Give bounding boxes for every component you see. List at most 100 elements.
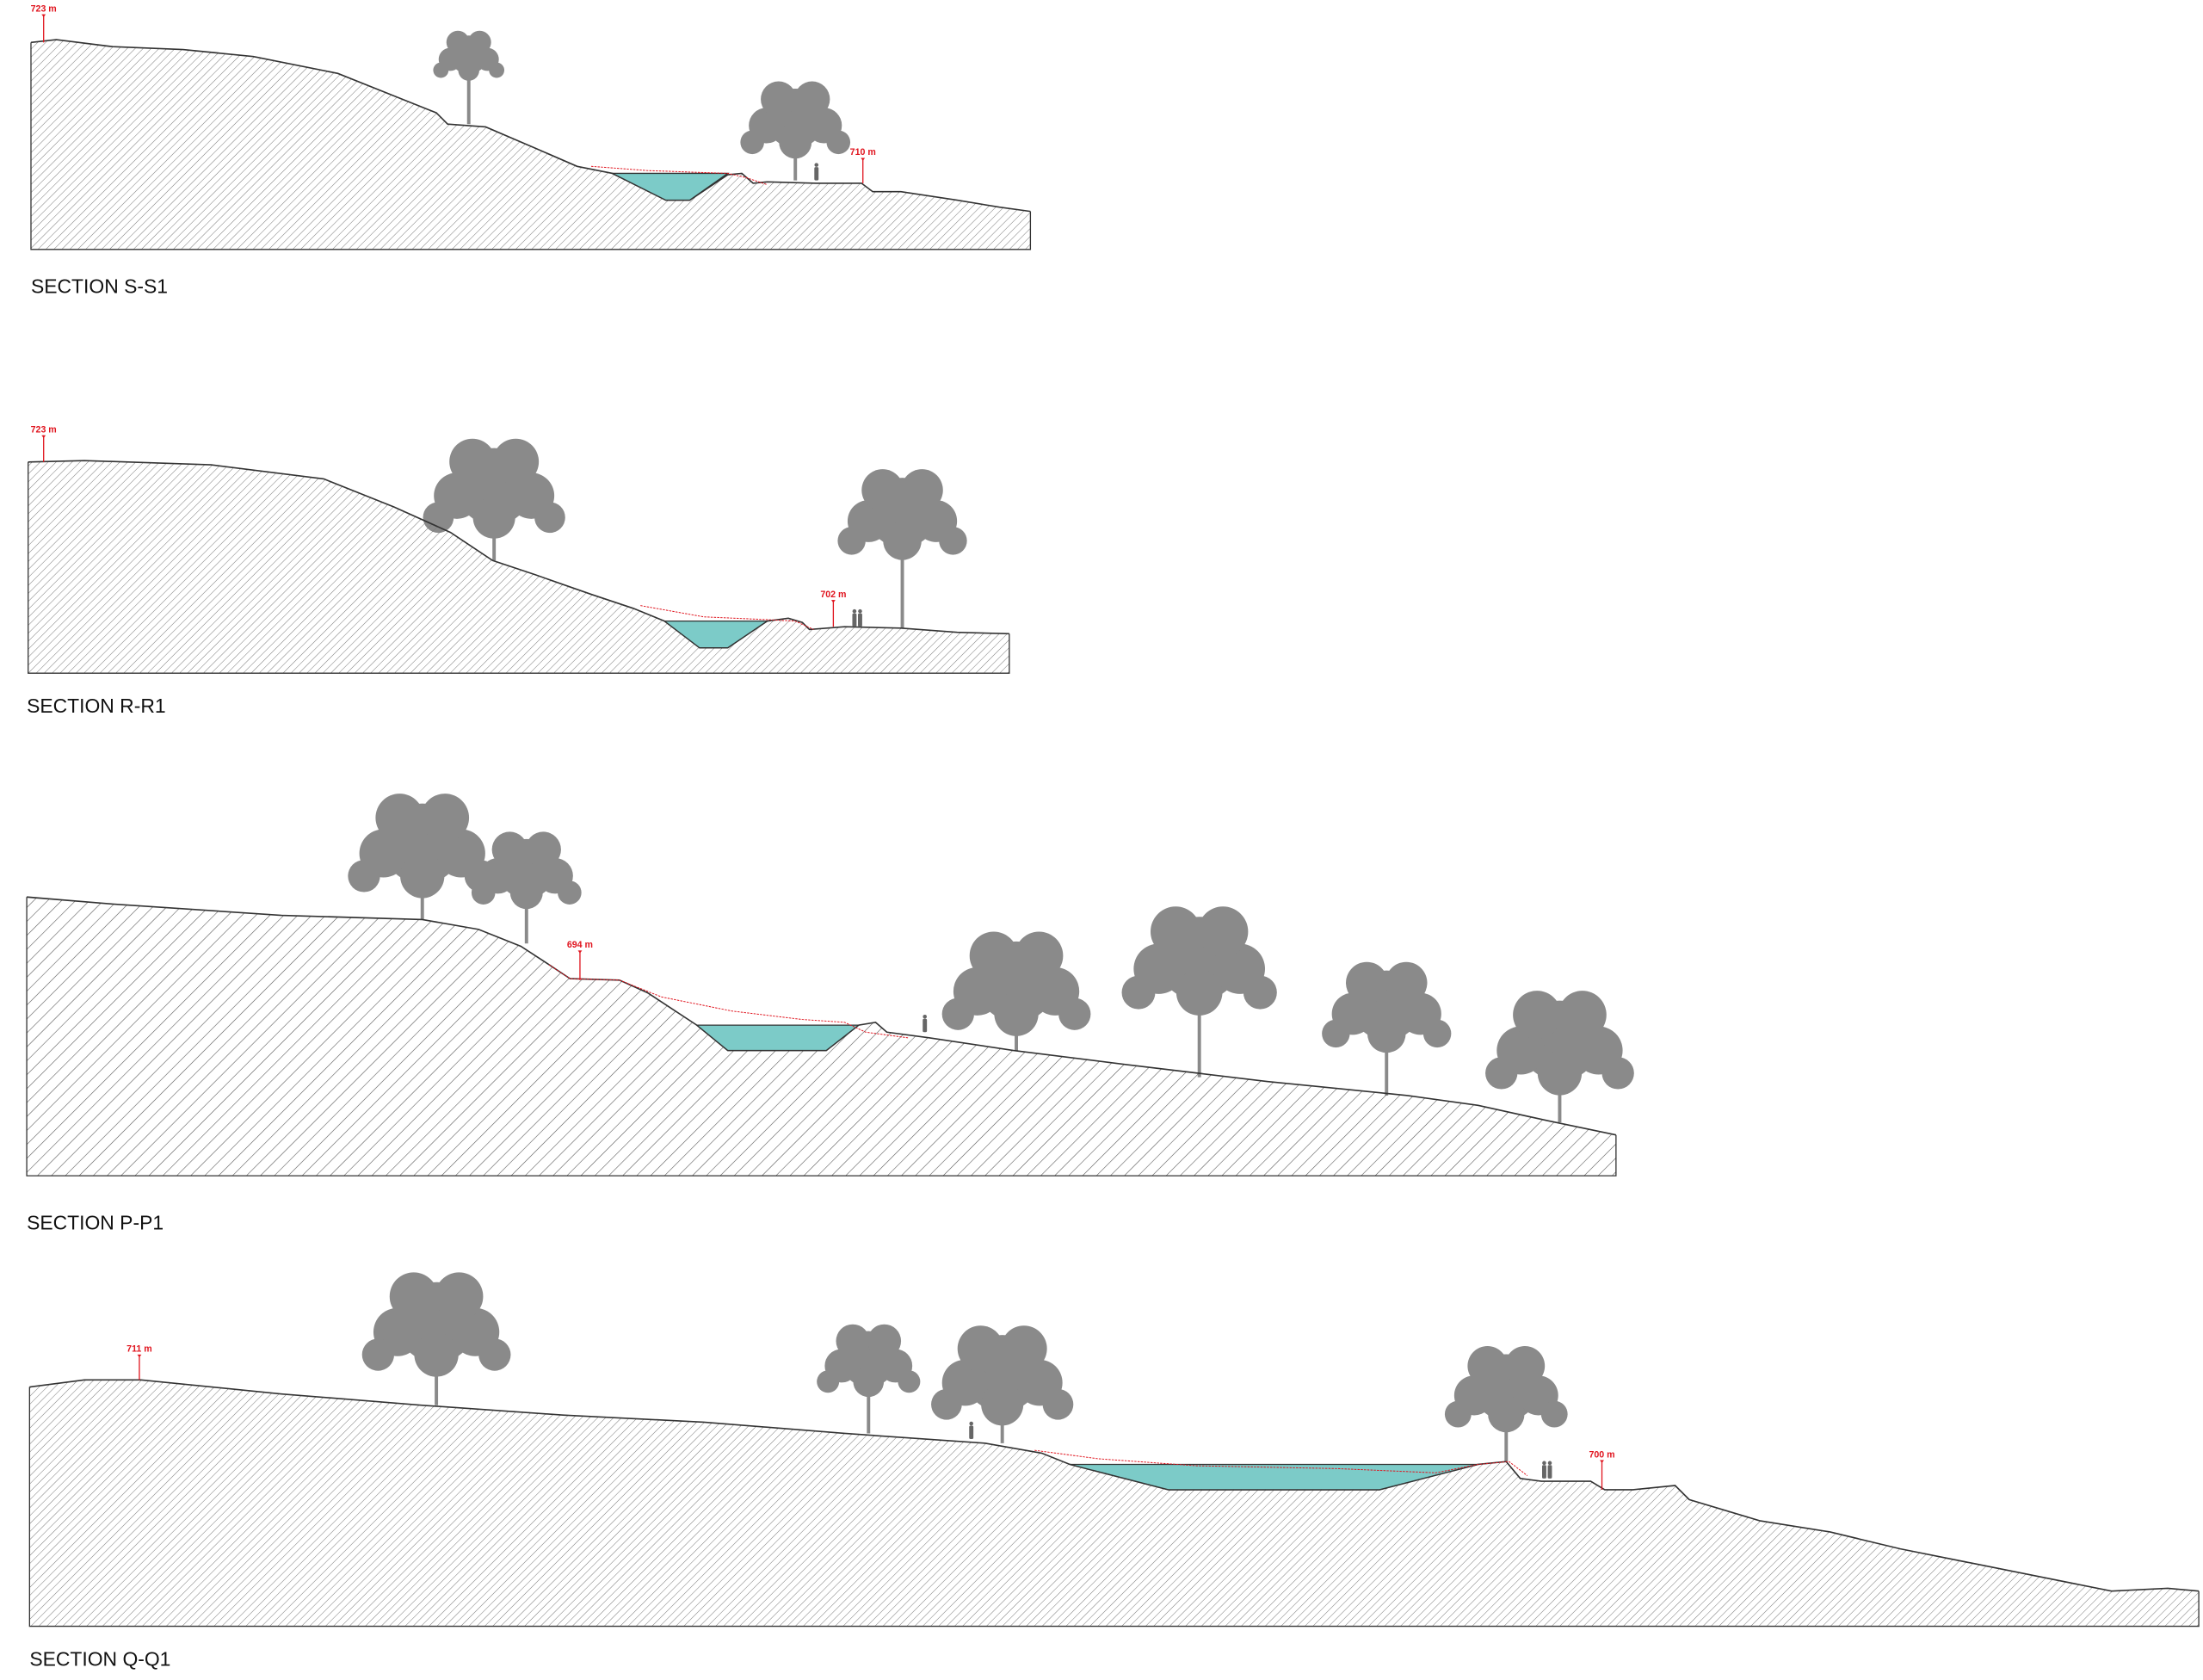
person-icon	[1547, 1461, 1552, 1479]
tree-canopy	[1042, 1388, 1074, 1420]
tree-canopy	[1537, 1051, 1583, 1096]
person-head	[858, 608, 862, 614]
person-head	[852, 608, 857, 614]
tree-canopy	[1322, 1019, 1350, 1048]
tree-canopy	[981, 1383, 1024, 1426]
section-frame	[26, 897, 1617, 1177]
tree-canopy	[449, 438, 496, 485]
elevation-label: 723 m	[31, 3, 57, 14]
elevation-arrow-icon	[137, 1354, 142, 1358]
tree-canopy	[1601, 1057, 1634, 1090]
tree-icon	[1485, 991, 1634, 1122]
tree-canopy	[1197, 906, 1249, 957]
elevation-arrow-icon	[861, 158, 866, 161]
person-head	[814, 163, 819, 167]
person-head	[1547, 1461, 1552, 1466]
person-head	[1542, 1461, 1546, 1466]
tree-canopy	[478, 1338, 511, 1371]
tree-canopy	[994, 991, 1039, 1036]
elevation-marker: 723 m	[31, 3, 57, 43]
section-title: SECTION S-S1	[31, 275, 168, 297]
tree-icon	[941, 931, 1091, 1051]
person-icon	[923, 1015, 928, 1033]
tree-canopy	[361, 1338, 395, 1371]
tree-canopy	[761, 81, 797, 117]
section-1: 723 m 710 m SECTION S-S1	[30, 3, 1032, 297]
tree-canopy	[1367, 1014, 1406, 1053]
tree-canopy	[1385, 961, 1428, 1004]
tree-canopy	[1015, 931, 1064, 980]
tree-icon	[837, 469, 967, 628]
tree-canopy	[435, 1272, 484, 1321]
section-title: SECTION R-R1	[27, 695, 166, 717]
tree-canopy	[1467, 1346, 1508, 1387]
tree-canopy	[941, 998, 974, 1030]
person-body	[923, 1018, 928, 1033]
elevation-marker: 710 m	[850, 147, 876, 183]
elevation-arrow-icon	[41, 435, 46, 438]
person-icon	[969, 1421, 974, 1440]
tree-canopy	[558, 880, 582, 905]
elevation-marker: 700 m	[1589, 1449, 1615, 1490]
tree-canopy	[853, 1366, 885, 1398]
pond-water	[1070, 1463, 1478, 1491]
person-head	[923, 1015, 927, 1019]
tree-icon	[931, 1325, 1074, 1443]
tree-canopy	[421, 794, 470, 843]
tree-canopy	[467, 30, 491, 54]
section-title: SECTION Q-Q1	[29, 1647, 170, 1670]
person-icon	[1542, 1461, 1546, 1479]
terrain-fill	[29, 1380, 2200, 1627]
pond-water	[612, 172, 730, 201]
existing-ground-line	[590, 165, 768, 186]
tree-canopy	[1176, 969, 1223, 1016]
elevation-marker: 702 m	[820, 590, 846, 627]
tree-canopy	[1513, 991, 1562, 1040]
elevation-arrow-icon	[577, 950, 583, 954]
section-frame	[28, 461, 1010, 674]
elevation-arrow-icon	[830, 600, 836, 603]
tree-canopy	[525, 831, 561, 868]
tree-canopy	[1444, 1400, 1472, 1428]
pond-water	[663, 620, 769, 649]
section-4: 711 m 700 m SECTION Q-Q1	[28, 1272, 2200, 1670]
tree-canopy	[1488, 1395, 1525, 1433]
tree-icon	[471, 831, 582, 944]
tree-canopy	[867, 1324, 902, 1358]
person-body	[852, 613, 857, 627]
tree-canopy	[883, 522, 922, 560]
tree-canopy	[740, 130, 764, 155]
tree-canopy	[1121, 975, 1156, 1010]
tree-canopy	[826, 130, 851, 155]
tree-canopy	[489, 62, 505, 78]
tree-canopy	[898, 1370, 921, 1393]
tree-icon	[361, 1272, 511, 1405]
tree-icon	[348, 794, 497, 920]
tree-icon	[1121, 906, 1277, 1078]
elevation-label: 710 m	[850, 147, 876, 158]
person-body	[1542, 1465, 1546, 1479]
elevation-arrow-icon	[1600, 1460, 1604, 1463]
section-title: SECTION P-P1	[27, 1211, 164, 1233]
existing-ground-line	[1034, 1449, 1528, 1476]
tree-canopy	[779, 126, 812, 159]
tree-canopy	[492, 438, 540, 485]
tree-canopy	[901, 469, 943, 511]
elevation-label: 711 m	[127, 1344, 152, 1355]
tree-canopy	[1001, 1325, 1047, 1372]
section-frame	[30, 42, 1032, 250]
person-icon	[814, 163, 819, 181]
tree-canopy	[414, 1332, 459, 1377]
tree-canopy	[472, 496, 515, 539]
section-frame	[28, 1387, 2200, 1628]
elevation-arrow-icon	[41, 14, 46, 17]
section-3: 694 m SECTION P-P1	[26, 794, 1634, 1233]
elevation-label: 694 m	[567, 940, 593, 950]
tree-canopy	[817, 1370, 840, 1393]
tree-canopy	[837, 527, 866, 555]
tree-icon	[1322, 961, 1452, 1096]
tree-icon	[740, 81, 851, 181]
tree-canopy	[375, 794, 424, 843]
elevation-marker: 694 m	[567, 940, 593, 980]
